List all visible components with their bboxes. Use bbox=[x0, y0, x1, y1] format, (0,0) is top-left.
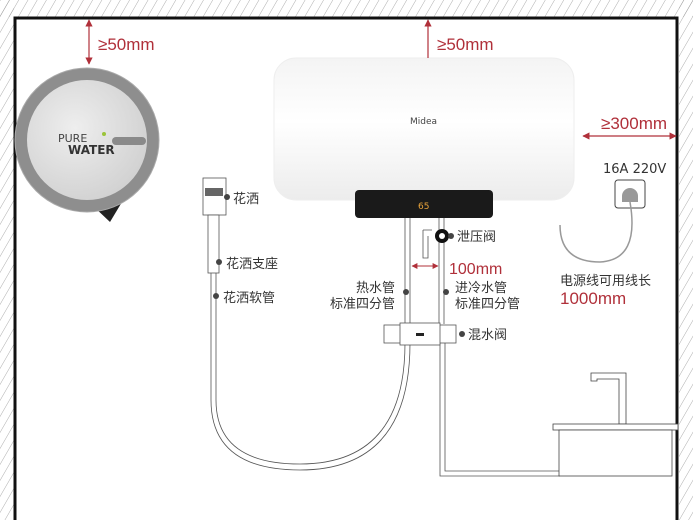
heater-top-clearance-label: ≥50mm bbox=[437, 35, 494, 54]
relief-valve-label: 泄压阀 bbox=[457, 230, 496, 245]
hot-pipe-label: 热水管 bbox=[356, 281, 395, 296]
hot-pipe-spec: 标准四分管 bbox=[330, 297, 395, 312]
socket-rating: 16A 220V bbox=[603, 162, 666, 177]
water-purifier: PURE WATER bbox=[14, 67, 160, 222]
cord-label: 电源线可用线长 bbox=[560, 274, 651, 289]
shower-head-label: 花洒 bbox=[233, 191, 259, 207]
display-value: 65 bbox=[418, 202, 429, 212]
side-clearance-label: ≥300mm bbox=[601, 114, 667, 133]
control-panel bbox=[355, 190, 493, 218]
purifier-clearance-label: ≥50mm bbox=[98, 35, 155, 54]
purifier-brand-line2: WATER bbox=[68, 143, 115, 157]
mixing-valve bbox=[383, 322, 457, 346]
pipes bbox=[210, 218, 560, 477]
cold-pipe-label: 进冷水管 bbox=[455, 281, 507, 296]
power-socket bbox=[559, 179, 646, 263]
heater-brand: Midea bbox=[410, 117, 437, 127]
shower-bracket-label: 花洒支座 bbox=[226, 256, 278, 272]
purifier-brand-line1: PURE bbox=[58, 132, 87, 145]
shower-hose-label: 花洒软管 bbox=[223, 290, 275, 306]
cord-length: 1000mm bbox=[560, 289, 626, 308]
sink bbox=[552, 372, 679, 477]
water-heater: Midea 65 bbox=[273, 57, 575, 218]
mixing-valve-label: 混水阀 bbox=[468, 328, 507, 343]
cold-pipe-spec: 标准四分管 bbox=[455, 297, 520, 312]
pipe-spacing-label: 100mm bbox=[449, 261, 502, 278]
shower-head bbox=[202, 177, 227, 274]
faucet-icon bbox=[590, 372, 627, 425]
